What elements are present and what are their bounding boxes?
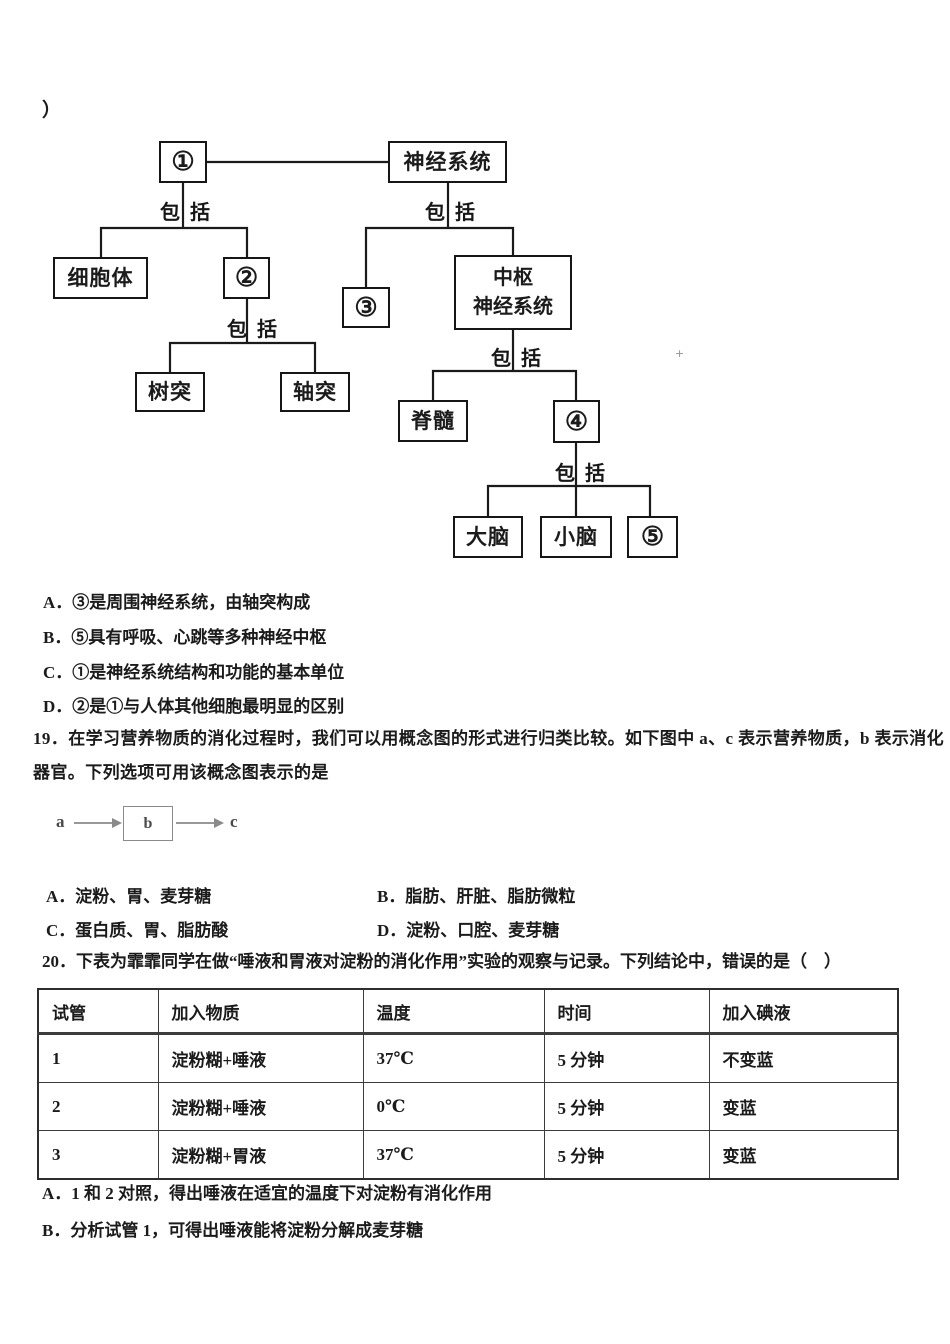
flow-box-nervous-system-label: 神经系统 (403, 149, 492, 174)
q20-option-b: B．分析试管 1，可得出唾液能将淀粉分解成麦芽糖 (42, 1221, 424, 1240)
flow-box-3-label: ③ (354, 292, 378, 322)
flow-include-label: 包 括 (555, 463, 605, 485)
table-cell: 37℃ (362, 1033, 545, 1083)
flow-box-axon: 轴突 (280, 372, 350, 412)
q18-option-a: A．③是周围神经系统，由轴突构成 (43, 593, 311, 612)
flow-box-1-label: ① (171, 147, 195, 177)
q18-option-c: C．①是神经系统结构和功能的基本单位 (43, 663, 345, 682)
col-header-temperature: 温度 (362, 988, 545, 1035)
flow-box-2: ② (223, 257, 270, 299)
flow-box-cell-body: 细胞体 (53, 257, 148, 299)
table-cell: 变蓝 (708, 1082, 899, 1131)
q19-stem-line2: 器官。下列选项可用该概念图表示的是 (33, 763, 329, 782)
concept-box-b-label: b (143, 814, 153, 832)
table-cell: 变蓝 (708, 1130, 899, 1180)
q19-option-c: C．蛋白质、胃、脂肪酸 (46, 921, 229, 940)
q19-stem-line1: 19．在学习营养物质的消化过程时，我们可以用概念图的形式进行归类比较。如下图中 … (33, 729, 945, 748)
q19-option-b: B．脂肪、肝脏、脂肪微粒 (377, 887, 576, 906)
flow-box-3: ③ (342, 287, 390, 328)
flow-box-dendrite-label: 树突 (148, 379, 192, 404)
table-cell: 2 (37, 1082, 159, 1131)
q19-option-a: A．淀粉、胃、麦芽糖 (46, 887, 212, 906)
flow-box-cerebrum-label: 大脑 (466, 524, 510, 549)
q20-option-a: A．1 和 2 对照，得出唾液在适宜的温度下对淀粉有消化作用 (42, 1184, 493, 1203)
flow-box-spinal-cord: 脊髓 (398, 400, 468, 442)
table-cell: 3 (37, 1130, 159, 1180)
table-cell: 5 分钟 (543, 1082, 710, 1131)
concept-diagram-arrows (74, 818, 224, 828)
table-row: 1 淀粉糊+唾液 37℃ 5 分钟 不变蓝 (37, 1033, 899, 1083)
col-header-substance: 加入物质 (157, 988, 364, 1035)
flow-box-4: ④ (553, 400, 600, 443)
col-header-tube: 试管 (37, 988, 159, 1035)
table-header-row: 试管 加入物质 温度 时间 加入碘液 (37, 988, 899, 1035)
flow-box-cell-body-label: 细胞体 (67, 265, 134, 290)
concept-box-b: b (123, 806, 173, 841)
table-row: 2 淀粉糊+唾液 0℃ 5 分钟 变蓝 (37, 1082, 899, 1131)
flow-include-label: 包 括 (491, 348, 541, 370)
table-row: 3 淀粉糊+胃液 37℃ 5 分钟 变蓝 (37, 1130, 899, 1180)
table-cell: 5 分钟 (543, 1130, 710, 1180)
table-cell: 1 (37, 1033, 159, 1083)
flow-box-4-label: ④ (564, 406, 589, 436)
experiment-table: 试管 加入物质 温度 时间 加入碘液 1 淀粉糊+唾液 37℃ 5 分钟 不变蓝… (37, 988, 899, 1180)
q18-option-b: B．⑤具有呼吸、心跳等多种神经中枢 (43, 628, 327, 647)
flowchart-lines (99, 160, 652, 517)
flow-include-label: 包 括 (160, 202, 210, 224)
flow-include-label: 包 括 (227, 319, 277, 341)
table-cell: 37℃ (362, 1130, 545, 1180)
concept-node-c: c (230, 812, 238, 831)
col-header-iodine: 加入碘液 (708, 988, 899, 1035)
flow-include-label: 包 括 (425, 202, 475, 224)
flow-box-cerebellum: 小脑 (540, 516, 612, 558)
flow-box-5-label: ⑤ (640, 522, 665, 552)
q18-option-d: D．②是①与人体其他细胞最明显的区别 (43, 697, 345, 716)
flow-box-1: ① (159, 141, 207, 183)
flow-box-cerebellum-label: 小脑 (554, 524, 598, 549)
table-cell: 不变蓝 (708, 1033, 899, 1083)
flow-box-spinal-cord-label: 脊髓 (411, 408, 455, 433)
q18-stem-paren: ） (42, 100, 62, 121)
scan-plus-artifact: + (675, 347, 685, 360)
flow-box-dendrite: 树突 (135, 372, 205, 412)
table-cell: 淀粉糊+唾液 (157, 1082, 364, 1131)
flow-box-nervous-system: 神经系统 (388, 141, 507, 183)
flow-box-cns: 中枢 神经系统 (454, 255, 572, 330)
concept-node-a: a (56, 812, 65, 831)
flow-box-cns-label: 中枢 神经系统 (473, 266, 553, 318)
q20-stem: 20．下表为霏霏同学在做“唾液和胃液对淀粉的消化作用”实验的观察与记录。下列结论… (42, 952, 841, 971)
flow-box-2-label: ② (234, 263, 259, 293)
table-cell: 淀粉糊+唾液 (157, 1033, 364, 1083)
flow-box-cerebrum: 大脑 (453, 516, 523, 558)
flow-box-5: ⑤ (627, 516, 678, 558)
q19-option-d: D．淀粉、口腔、麦芽糖 (377, 921, 560, 940)
flow-box-axon-label: 轴突 (293, 379, 337, 404)
table-cell: 0℃ (362, 1082, 545, 1131)
table-cell: 5 分钟 (543, 1033, 710, 1083)
table-cell: 淀粉糊+胃液 (157, 1130, 364, 1180)
col-header-time: 时间 (543, 988, 710, 1035)
